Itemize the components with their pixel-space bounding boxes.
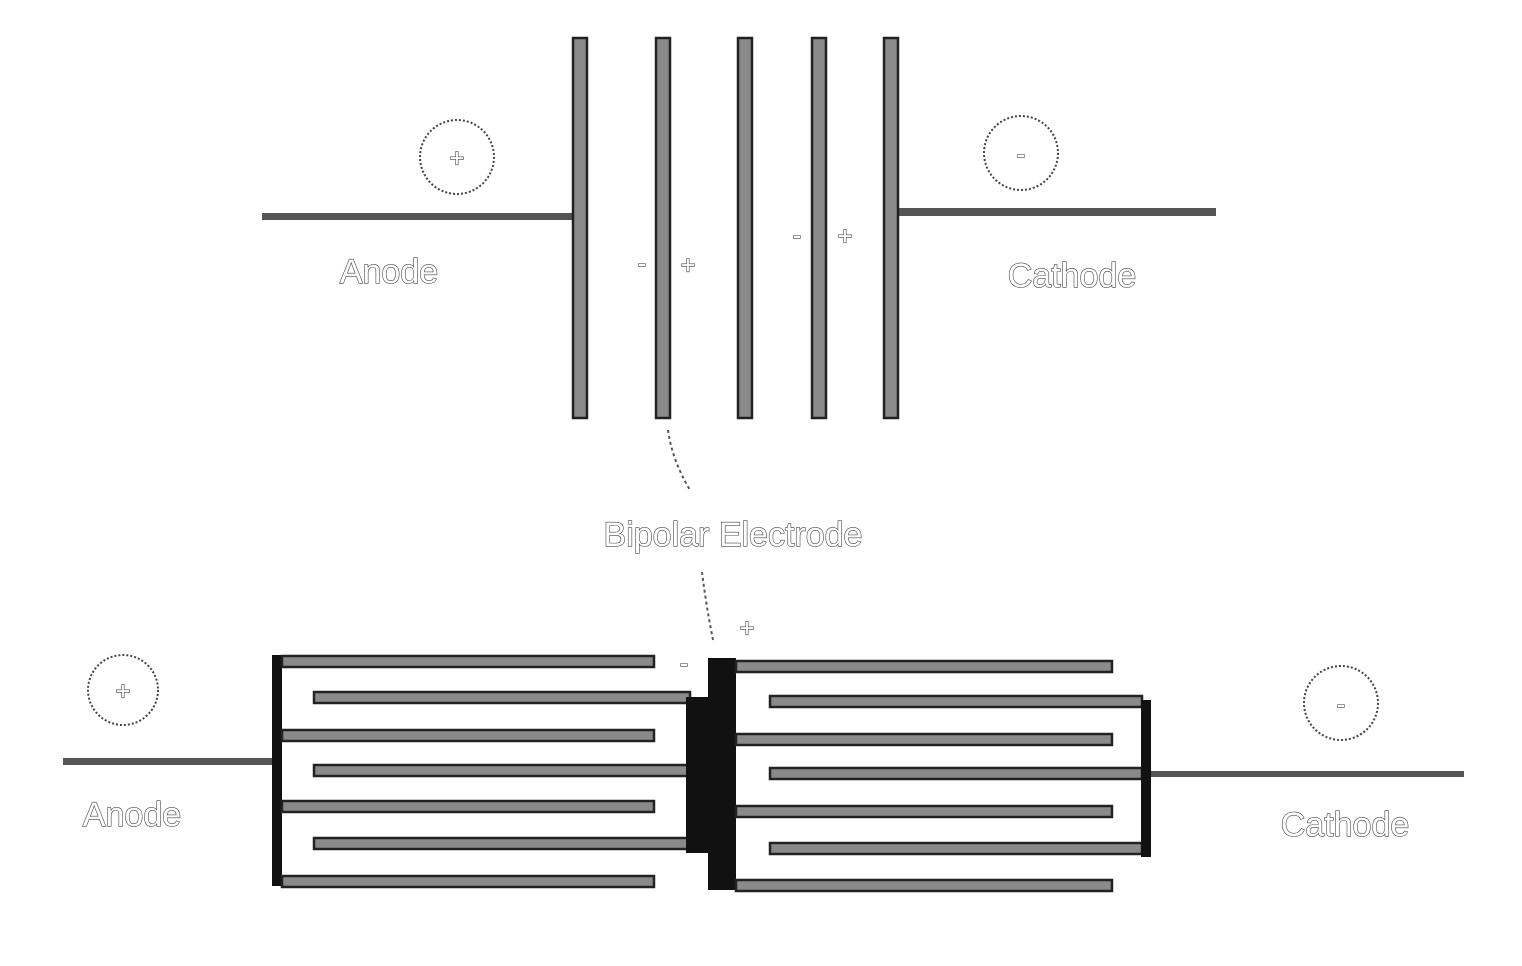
top-anode-plate bbox=[573, 38, 587, 418]
right-frame-finger-1 bbox=[770, 696, 1142, 707]
top-anode-wire bbox=[262, 213, 577, 220]
top-intermediate-plate bbox=[738, 38, 752, 418]
top-bipolar-plate-1 bbox=[656, 38, 670, 418]
bottom-anode-terminal: + bbox=[88, 655, 158, 725]
bottom-cathode-bus bbox=[1141, 700, 1151, 857]
left-inner-finger-3 bbox=[314, 838, 690, 849]
right-inner-finger-2 bbox=[736, 734, 1112, 745]
bottom-anode-bus bbox=[272, 655, 282, 886]
top-cathode-plate bbox=[884, 38, 898, 418]
top-bipolar-1-plus: + bbox=[680, 250, 695, 280]
top-bipolar-2-minus: - bbox=[793, 220, 802, 250]
left-frame-finger-1 bbox=[282, 656, 654, 667]
left-inner-finger-1 bbox=[314, 692, 690, 703]
bipolar-electrode-label: Bipolar Electrode bbox=[604, 516, 863, 554]
bipolar-block-right bbox=[708, 658, 736, 890]
bottom-bipolar-plus: + bbox=[739, 613, 754, 643]
bottom-cathode-terminal-sign: - bbox=[1337, 689, 1346, 719]
top-anode-label: Anode bbox=[340, 253, 438, 291]
left-frame-finger-3 bbox=[282, 801, 654, 812]
top-bipolar-plate-2 bbox=[812, 38, 826, 418]
left-frame-finger-4 bbox=[282, 876, 654, 887]
top-stack: + - - + - + Anode Cathode bbox=[262, 38, 1216, 418]
bottom-bipolar-minus: - bbox=[680, 648, 689, 678]
right-inner-finger-1 bbox=[736, 661, 1112, 672]
bottom-cathode-label: Cathode bbox=[1281, 806, 1410, 844]
top-anode-terminal-sign: + bbox=[449, 143, 464, 173]
right-inner-finger-3 bbox=[736, 806, 1112, 817]
bottom-anode-label: Anode bbox=[83, 796, 181, 834]
top-cathode-wire bbox=[896, 208, 1216, 216]
bottom-leader-line bbox=[702, 572, 713, 640]
bottom-anode-wire bbox=[63, 758, 276, 765]
bottom-anode-terminal-sign: + bbox=[115, 676, 130, 706]
bottom-stack: - + + - Anode Cathode bbox=[63, 613, 1464, 891]
top-bipolar-1-minus: - bbox=[638, 248, 647, 278]
top-bipolar-2-plus: + bbox=[837, 221, 852, 251]
bottom-cathode-wire bbox=[1148, 771, 1464, 777]
top-cathode-terminal: - bbox=[984, 116, 1058, 190]
right-frame-finger-3 bbox=[770, 843, 1142, 854]
left-inner-finger-2 bbox=[314, 765, 690, 776]
right-frame-finger-2 bbox=[770, 768, 1142, 779]
top-cathode-terminal-sign: - bbox=[1017, 139, 1026, 169]
bottom-cathode-terminal: - bbox=[1304, 666, 1378, 740]
top-leader-line bbox=[668, 430, 690, 490]
left-frame-finger-2 bbox=[282, 730, 654, 741]
top-anode-terminal: + bbox=[420, 120, 494, 194]
top-cathode-label: Cathode bbox=[1008, 257, 1137, 295]
bipolar-electrode-callout: Bipolar Electrode bbox=[604, 430, 863, 640]
right-inner-finger-4 bbox=[736, 880, 1112, 891]
